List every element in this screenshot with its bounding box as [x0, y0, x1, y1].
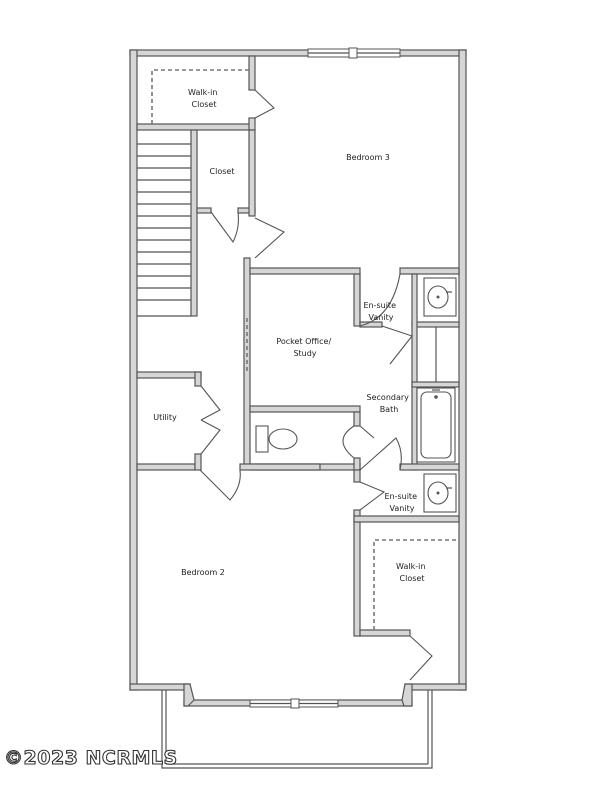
label-walkin-closet-top: Walk-in Closet: [188, 88, 220, 109]
top-window: [307, 47, 401, 59]
copyright-watermark: ©2023 NCRMLS: [4, 747, 178, 769]
label-ensuite-vanity-bottom: En-suite Vanity: [384, 492, 419, 513]
doors: [199, 89, 433, 681]
fixtures: [255, 277, 457, 513]
label-bedroom-2: Bedroom 2: [181, 568, 225, 577]
interior-walls: [136, 55, 460, 637]
label-secondary-bath: Secondary Bath: [367, 393, 412, 414]
label-pocket-office: Pocket Office/ Study: [276, 337, 333, 358]
porch-outline: [161, 690, 433, 769]
staircase: [137, 143, 191, 317]
label-ensuite-vanity-top: En-suite Vanity: [363, 301, 398, 322]
room-labels: Walk-in Closet Closet Bedroom 3 En-suite…: [153, 88, 428, 583]
bottom-sink: [423, 473, 457, 513]
label-utility: Utility: [153, 413, 177, 422]
label-walkin-closet-bottom: Walk-in Closet: [396, 562, 428, 583]
bathtub: [416, 387, 456, 463]
label-bedroom-3: Bedroom 3: [346, 153, 390, 162]
toilet: [255, 425, 298, 453]
label-closet: Closet: [210, 167, 235, 176]
top-sink: [423, 277, 457, 317]
bottom-window: [249, 698, 339, 709]
dashed-lines: [151, 69, 459, 630]
